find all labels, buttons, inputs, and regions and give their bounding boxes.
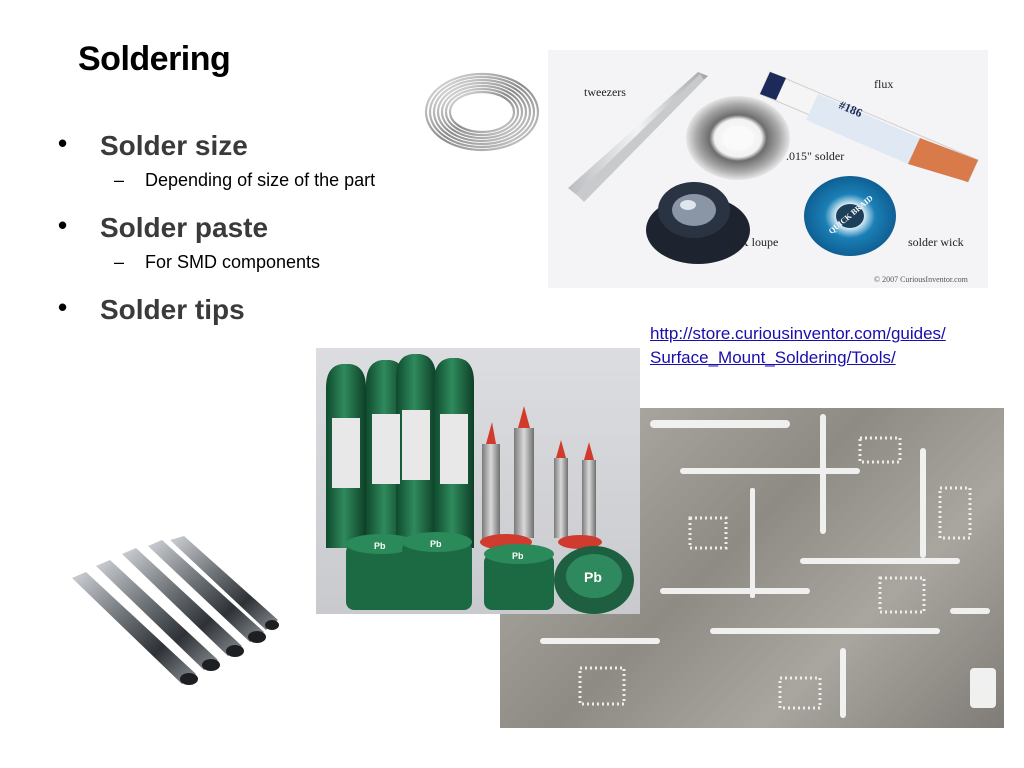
jar-pb-label: Pb [512,551,524,561]
loupe-icon [646,182,750,264]
solder-label: .015" solder [786,149,844,163]
soldering-tools-photo: tweezers flux .015" solder 10X loupe sol… [548,50,988,288]
wick-label: solder wick [908,235,964,249]
bullet-glyph: • [58,128,68,158]
tweezers-icon [568,72,708,202]
sub-bullet-glyph: – [114,252,125,272]
solder-wire-photo [420,64,544,160]
bullet-label: Solder tips [100,294,245,325]
bullet-label: Solder paste [100,212,269,243]
copyright-label: © 2007 CuriousInventor.com [874,275,969,284]
tweezers-label: tweezers [584,85,626,99]
bullet-glyph: • [58,292,68,322]
jar-pb-label: Pb [430,539,442,549]
sub-bullet-text: For SMD components [145,252,321,272]
solder-tip-icon [72,536,278,684]
source-link-line1[interactable]: http://store.curiousinventor.com/guides/ [650,324,946,343]
source-link[interactable]: http://store.curiousinventor.com/guides/… [650,322,946,370]
jar-pb-label: Pb [584,569,602,585]
paste-syringe-icon [480,406,602,550]
solder-paste-photo: Pb Pb Pb Pb [316,348,640,614]
solder-tips-photo [66,536,280,692]
paste-jar-icon: Pb Pb Pb Pb [346,532,634,614]
paste-cartridge-icon [326,354,474,558]
flux-pen-icon [759,71,979,183]
source-link-line2[interactable]: Surface_Mount_Soldering/Tools/ [650,348,896,367]
bullet-label: Solder size [100,130,248,161]
sub-bullet-text: Depending of size of the part [145,170,376,190]
loupe-label: 10X loupe [728,235,778,249]
jar-pb-label: Pb [374,541,386,551]
bullet-glyph: • [58,210,68,240]
flux-label: flux [874,77,893,91]
slide-title: Soldering [78,40,231,78]
sub-bullet-glyph: – [114,170,125,190]
